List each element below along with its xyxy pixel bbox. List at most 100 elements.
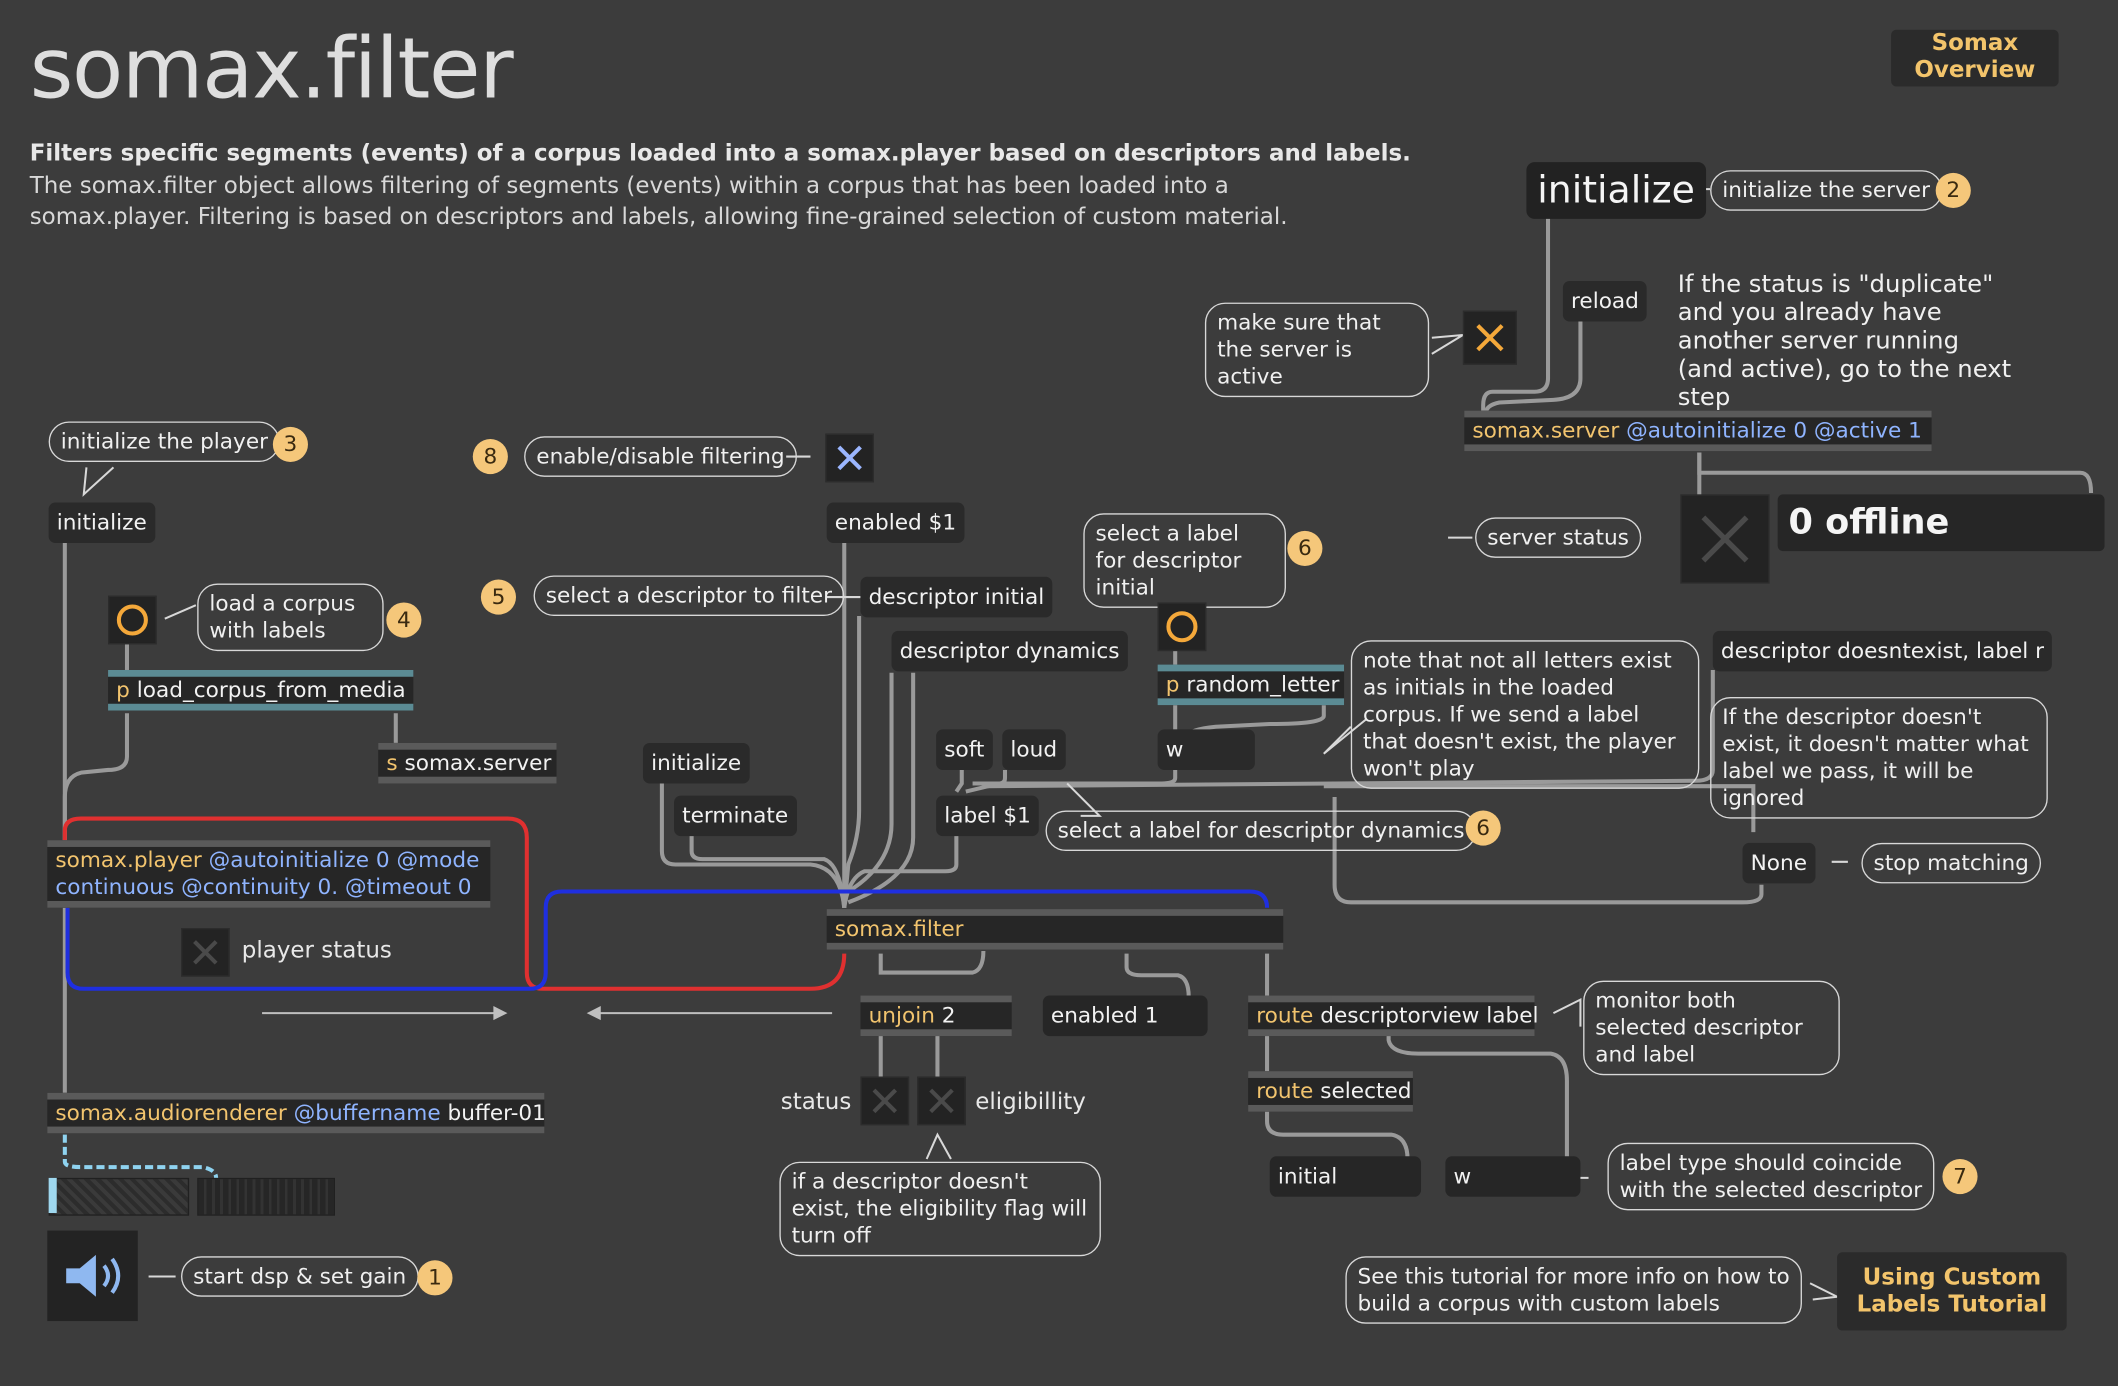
object-args: descriptorview label: [1320, 1002, 1539, 1028]
x-toggle-icon: [929, 1088, 954, 1114]
eligibility-label: eligibillity: [975, 1088, 1086, 1116]
object-args: @autoinitialize 0 @active 1: [1626, 417, 1922, 444]
somax-audiorenderer-object[interactable]: somax.audiorenderer @buffername buffer-0…: [47, 1092, 546, 1134]
label-initial-comment: select a label for descriptor initial: [1083, 513, 1286, 608]
somax-filter-object[interactable]: somax.filter: [826, 909, 1284, 950]
stop-matching-comment: stop matching: [1861, 842, 2042, 884]
initialize-server-comment: initialize the server: [1710, 170, 1943, 211]
label-dynamics-comment: select a label for descriptor dynamics: [1045, 810, 1477, 852]
gain-slider[interactable]: [48, 1177, 190, 1216]
send-target: somax.server: [404, 749, 552, 776]
soft-msg[interactable]: soft: [936, 729, 993, 770]
label-type-comment: label type should coincide with the sele…: [1607, 1142, 1935, 1211]
reload-msg[interactable]: reload: [1562, 280, 1647, 322]
object-attr: @buffername: [293, 1099, 441, 1126]
enabled-msg[interactable]: enabled $1: [826, 502, 965, 544]
server-active-comment: make sure that the server is active: [1204, 302, 1430, 398]
bang-circle-icon: [1166, 611, 1198, 643]
object-class: somax.audiorenderer: [55, 1099, 287, 1126]
unjoin-object[interactable]: unjoin 2: [860, 995, 1012, 1037]
descriptor-display: initial: [1269, 1156, 1422, 1197]
doesntexist-msg[interactable]: descriptor doesntexist, label r: [1712, 630, 2053, 672]
tutorial-comment: See this tutorial for more info on how t…: [1345, 1256, 1802, 1324]
object-value: buffer-01: [447, 1099, 546, 1126]
server-status-toggle: [1680, 494, 1770, 584]
page-description: The somax.filter object allows filtering…: [29, 172, 1288, 231]
page-subtitle: Filters specific segments (events) of a …: [29, 140, 1411, 168]
server-active-toggle[interactable]: [1462, 310, 1517, 365]
player-status-toggle: [181, 927, 230, 977]
load-corpus-subpatch[interactable]: p load_corpus_from_media: [108, 669, 414, 711]
step-badge-1: 1: [417, 1260, 453, 1296]
monitor-comment: monitor both selected descriptor and lab…: [1583, 980, 1840, 1076]
random-letter-bang[interactable]: [1157, 602, 1207, 652]
filter-enable-toggle[interactable]: [825, 433, 874, 483]
speaker-icon: [66, 1254, 121, 1297]
step-badge-6a: 6: [1287, 530, 1323, 566]
initialize-filter-msg[interactable]: initialize: [642, 742, 750, 784]
dsp-comment: start dsp & set gain: [181, 1256, 419, 1297]
object-class: route: [1256, 1077, 1314, 1104]
send-server-object[interactable]: s somax.server: [378, 742, 557, 784]
letters-note-comment: note that not all letters exist as initi…: [1350, 640, 1700, 789]
eligibility-toggle: [917, 1076, 966, 1126]
somax-player-object[interactable]: somax.player @autoinitialize 0 @mode con…: [47, 840, 491, 908]
step-badge-2: 2: [1935, 172, 1971, 209]
somax-server-object[interactable]: somax.server @autoinitialize 0 @active 1: [1464, 410, 1932, 452]
p-keyword: p: [116, 676, 130, 703]
doesntexist-comment: If the descriptor doesn't exist, it does…: [1710, 697, 2048, 819]
p-keyword: p: [1165, 671, 1180, 698]
subpatch-name: load_corpus_from_media: [136, 676, 406, 703]
custom-labels-tutorial-button[interactable]: Using Custom Labels Tutorial: [1837, 1252, 2067, 1331]
x-toggle-icon: [1701, 515, 1749, 563]
init-player-comment: initialize the player: [48, 421, 281, 462]
level-meter: [197, 1177, 335, 1216]
terminate-msg[interactable]: terminate: [674, 795, 797, 837]
status-label: status: [780, 1088, 852, 1116]
subpatch-name: random_letter: [1186, 671, 1340, 698]
initialize-player-msg[interactable]: initialize: [48, 502, 155, 544]
object-class: somax.server: [1472, 417, 1620, 444]
object-args: selected: [1320, 1077, 1412, 1104]
dsp-button[interactable]: [47, 1230, 138, 1322]
x-toggle-icon: [1476, 324, 1504, 352]
bang-circle-icon: [116, 604, 148, 636]
eligibility-comment: if a descriptor doesn't exist, the eligi…: [779, 1161, 1101, 1257]
load-corpus-bang[interactable]: [108, 595, 157, 645]
label-msg[interactable]: label $1: [936, 795, 1039, 837]
loud-msg[interactable]: loud: [1002, 729, 1066, 770]
descriptor-dynamics-msg[interactable]: descriptor dynamics: [891, 630, 1128, 672]
label-display: w: [1445, 1156, 1581, 1197]
letter-w-msg[interactable]: w: [1157, 729, 1255, 770]
step-badge-7: 7: [1942, 1158, 1978, 1195]
page-title: somax.filter: [29, 18, 514, 118]
step-badge-8: 8: [472, 439, 508, 475]
x-toggle-icon: [872, 1088, 898, 1114]
route-selected-object[interactable]: route selected: [1248, 1071, 1413, 1112]
route-descriptorview-object[interactable]: route descriptorview label: [1248, 995, 1538, 1037]
object-class: somax.player: [55, 846, 202, 873]
random-letter-subpatch[interactable]: p random_letter: [1157, 664, 1345, 706]
load-corpus-comment: load a corpus with labels: [197, 583, 384, 652]
select-descriptor-comment: select a descriptor to filter: [533, 575, 845, 616]
somax-overview-button[interactable]: Somax Overview: [1891, 29, 2059, 87]
step-badge-5: 5: [480, 579, 517, 615]
object-args-2: continuous @continuity 0. @timeout 0: [55, 873, 472, 900]
initialize-server-msg[interactable]: initialize: [1526, 162, 1706, 219]
gain-slider-handle[interactable]: [48, 1177, 57, 1214]
duplicate-status-note: If the status is "duplicate" and you alr…: [1677, 270, 2012, 412]
object-class: somax.filter: [834, 915, 964, 942]
player-status-label: player status: [241, 937, 392, 965]
descriptor-initial-msg[interactable]: descriptor initial: [860, 576, 1053, 618]
none-msg[interactable]: None: [1742, 842, 1816, 884]
step-badge-3: 3: [272, 426, 308, 462]
x-toggle-icon: [837, 445, 862, 471]
server-status-display: 0 offline: [1777, 494, 2105, 552]
step-badge-6b: 6: [1465, 810, 1501, 846]
object-args-1: @autoinitialize 0 @mode: [208, 846, 480, 873]
object-class: unjoin: [868, 1002, 935, 1028]
x-toggle-icon: [193, 940, 218, 965]
step-badge-4: 4: [386, 602, 422, 638]
s-keyword: s: [386, 749, 398, 776]
